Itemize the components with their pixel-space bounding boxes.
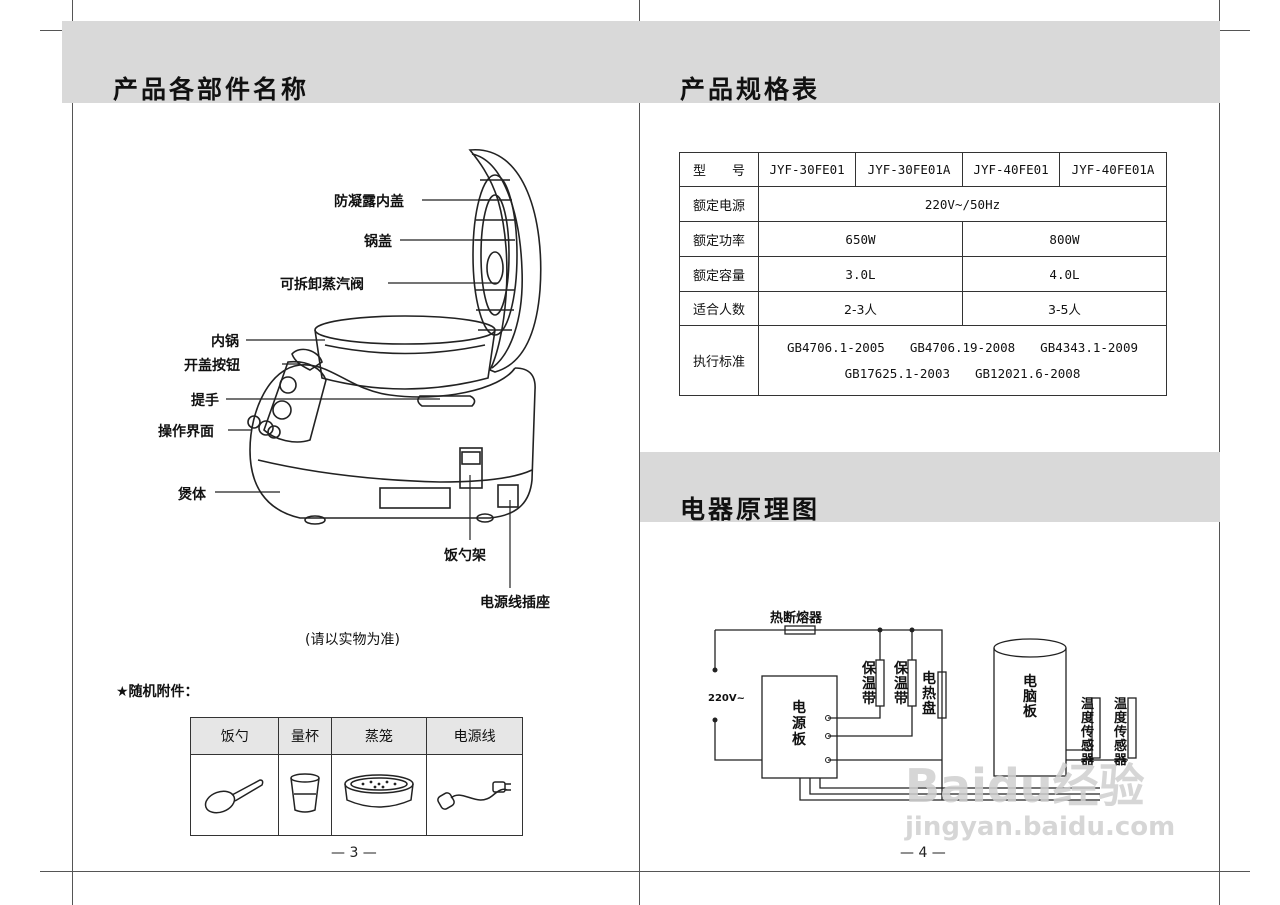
spec-label-standard: 执行标准 [679, 325, 759, 396]
spec-standards: GB4706.1-2005 GB4706.19-2008 GB4343.1-20… [758, 325, 1167, 396]
accessory-header-steamer: 蒸笼 [330, 717, 428, 755]
accessory-cell-cord [426, 754, 523, 836]
parts-section-title: 产品各部件名称 [113, 75, 310, 104]
accessories-table: 饭勺 量杯 蒸笼 电源线 [189, 717, 523, 836]
spec-power-40: 800W [961, 221, 1168, 257]
rice-cooker-illustration [247, 149, 542, 525]
circuit-label-computer-board: 电脑板 [1023, 674, 1037, 720]
spec-label-power: 额定功率 [679, 221, 759, 257]
spec-power-30: 650W [758, 221, 963, 257]
accessory-header-spoon: 饭勺 [189, 717, 280, 755]
accessory-header-cup: 量杯 [278, 717, 332, 755]
accessory-cell-spoon [189, 754, 280, 836]
label-handle: 提手 [191, 393, 219, 409]
accessory-cell-cup [278, 754, 332, 836]
label-control-panel: 操作界面 [158, 424, 214, 440]
rice-spoon-icon [204, 779, 264, 814]
circuit-label-keep-warm-1: 保温带 [862, 661, 876, 707]
left-header-band [62, 21, 640, 103]
top-crop-line-right [1220, 30, 1250, 31]
spec-table: 型 号 JYF-30FE01 JYF-30FE01A JYF-40FE01 JY… [679, 152, 1168, 396]
baidu-watermark-url: jingyan.baidu.com [905, 812, 1176, 842]
power-cord-icon [436, 781, 511, 810]
baidu-watermark-logo: Baidu经验 [905, 759, 1145, 813]
spec-model-1: JYF-30FE01 [757, 152, 857, 187]
bottom-rule [40, 871, 1250, 872]
circuit-diagram [712, 625, 1137, 801]
spec-capacity-30: 3.0L [758, 256, 963, 292]
circuit-label-temp-sensor-1: 温度传感器 [1081, 697, 1095, 768]
label-inner-pot: 内锅 [211, 334, 239, 350]
circuit-header-band [640, 452, 1220, 522]
steamer-basket-icon [344, 774, 414, 808]
spec-people-40: 3-5人 [961, 291, 1168, 326]
label-body: 煲体 [178, 487, 206, 503]
label-spoon-holder: 饭勺架 [444, 548, 486, 564]
label-power-socket: 电源线插座 [480, 595, 550, 611]
accessories-title: ★随机附件： [116, 684, 199, 700]
center-fold-line [639, 0, 640, 905]
page-number-left: — 3 — [331, 845, 377, 861]
spec-model-2: JYF-30FE01A [855, 152, 963, 187]
circuit-label-power-board: 电源板 [792, 700, 806, 748]
circuit-label-fuse: 热断熔器 [770, 611, 823, 626]
spec-people-30: 2-3人 [758, 291, 963, 326]
disclaimer-note: (请以实物为准) [305, 632, 400, 648]
label-steam-valve: 可拆卸蒸汽阀 [280, 277, 364, 293]
spec-section-title: 产品规格表 [680, 75, 821, 104]
spec-label-people: 适合人数 [679, 291, 759, 326]
label-lid: 锅盖 [364, 234, 392, 250]
left-margin-line [72, 0, 73, 905]
circuit-label-temp-sensor-2: 温度传感器 [1114, 697, 1128, 768]
circuit-label-heating-plate: 电热盘 [922, 671, 936, 717]
circuit-section-title: 电器原理图 [680, 495, 821, 524]
circuit-label-keep-warm-2: 保温带 [894, 661, 908, 707]
accessory-cell-steamer [330, 754, 428, 836]
label-anti-condensation-lid: 防凝露内盖 [334, 194, 404, 210]
right-header-band [640, 21, 1220, 103]
measuring-cup-icon [290, 773, 320, 813]
top-crop-line-left [40, 30, 72, 31]
page-number-right: — 4 — [900, 845, 946, 861]
spec-standards-line-1: GB4706.1-2005 GB4706.19-2008 GB4343.1-20… [786, 339, 1139, 355]
part-leader-lines [215, 199, 511, 588]
spec-capacity-40: 4.0L [961, 256, 1168, 292]
accessory-header-cord: 电源线 [426, 717, 523, 755]
spec-label-model: 型 号 [679, 152, 759, 187]
spec-voltage: 220V~/50Hz [758, 186, 1167, 222]
label-open-button: 开盖按钮 [184, 358, 240, 374]
spec-label-voltage: 额定电源 [679, 186, 759, 222]
spec-model-3: JYF-40FE01 [961, 152, 1061, 187]
circuit-label-voltage: 220V~ [708, 693, 745, 704]
spec-model-4: JYF-40FE01A [1059, 152, 1167, 187]
spec-standards-line-2: GB17625.1-2003 GB12021.6-2008 [844, 365, 1081, 381]
spec-label-capacity: 额定容量 [679, 256, 759, 292]
